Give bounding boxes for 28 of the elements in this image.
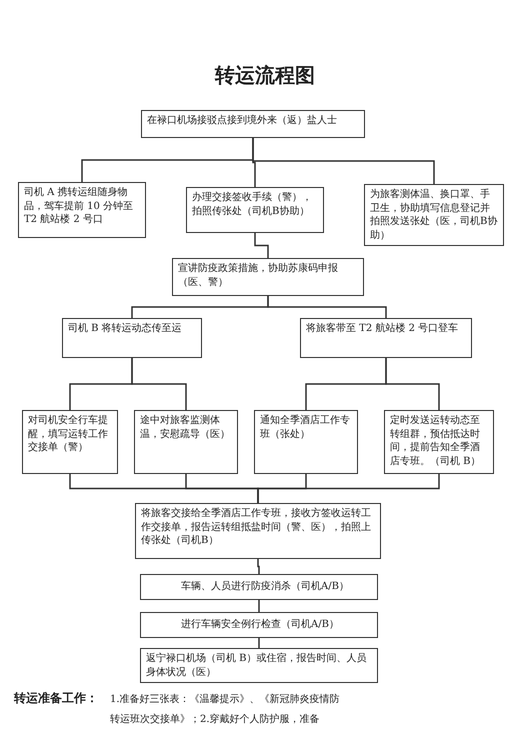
process-box: 对司机安全行车提醒，填写运转工作交接单（警） bbox=[22, 410, 118, 474]
connector-line bbox=[257, 559, 260, 574]
process-box: 途中对旅客监测体温，安慰疏导（医） bbox=[134, 410, 238, 474]
connector-line bbox=[385, 358, 440, 410]
connector-line bbox=[258, 638, 260, 648]
process-box: 在禄口机场接驳点接到境外来（返）盐人士 bbox=[141, 110, 365, 138]
process-box: 办理交接签收手续（警），拍照传张处（司机B协助） bbox=[186, 187, 324, 233]
process-box: 司机 B 将转运动态传至运 bbox=[62, 318, 202, 358]
process-box: 定时发送运转动态至转组群，预估抵达时间，提前告知全季酒店专班。（司机 B） bbox=[384, 410, 494, 474]
connector-line bbox=[131, 358, 187, 410]
connector-line bbox=[257, 474, 440, 503]
process-box: 通知全季酒店工作专班（张处） bbox=[254, 410, 358, 474]
process-box: 将旅客交接给全季酒店工作专班，接收方签收运转工作交接单，报告运转组抵盐时间（警、医），拍照上传张处（司机B） bbox=[135, 503, 381, 559]
note-heading: 转运准备工作： bbox=[14, 690, 98, 707]
note-text: 转运班次交接单》；2.穿戴好个人防护服，准备 bbox=[110, 712, 320, 726]
process-box: 司机 A 携转运组随身物品，驾车提前 10 分钟至 T2 航站楼 2 号口 bbox=[18, 182, 146, 238]
note-text: 1.准备好三张表：《温馨提示》、《新冠肺炎疫情防 bbox=[110, 692, 340, 706]
process-box: 宣讲防疫政策措施，协助苏康码申报（医、警） bbox=[172, 258, 364, 296]
connector-line bbox=[254, 233, 269, 258]
process-box: 车辆、人员进行防疫消杀（司机A/B） bbox=[140, 574, 378, 600]
connector-line bbox=[252, 138, 435, 184]
process-box: 进行车辆安全例行检查（司机A/B） bbox=[140, 612, 378, 638]
diagram-title: 转运流程图 bbox=[214, 62, 316, 89]
process-box: 为旅客测体温、换口罩、手卫生，协助填写信息登记并拍照发送张处（医，司机B协助） bbox=[364, 184, 504, 246]
connector-line bbox=[267, 296, 387, 318]
process-box: 将旅客带至 T2 航站楼 2 号口登车 bbox=[300, 318, 472, 358]
connector-line bbox=[258, 600, 260, 612]
process-box: 返宁禄口机场（司机 B）或住宿，报告时间、人员身体状况（医） bbox=[140, 648, 378, 683]
